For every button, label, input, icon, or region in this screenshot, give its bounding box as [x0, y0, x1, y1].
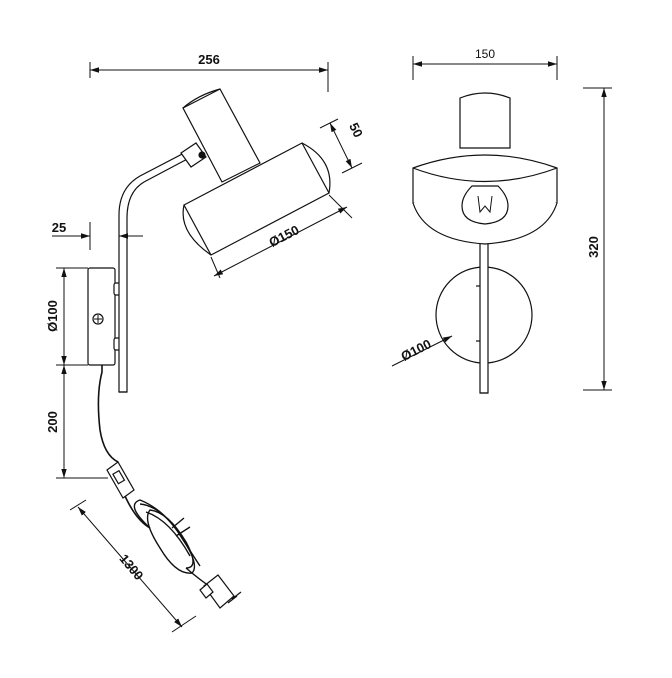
power-cable [97, 365, 119, 463]
front-socket-cap [459, 92, 511, 149]
socket-cap [182, 88, 261, 183]
dim-arm-offset: 25 [52, 220, 66, 235]
lamp-arm [118, 149, 194, 393]
cable-coil [133, 499, 213, 589]
dim-total-height: 320 [586, 236, 601, 258]
front-rod [479, 237, 489, 394]
dim-front-width: 150 [475, 47, 495, 61]
front-dimensions [391, 56, 612, 391]
dim-base-height: Ø100 [45, 300, 60, 332]
dim-cable-drop: 200 [45, 411, 60, 433]
dim-front-base-diameter: Ø100 [398, 336, 433, 364]
dim-shade-depth: 50 [346, 120, 366, 140]
lamp-joint [180, 142, 207, 168]
dim-side-width: 256 [198, 52, 220, 67]
dim-cable-length: 1300 [116, 551, 146, 583]
power-plug [199, 574, 242, 609]
side-view [87, 88, 331, 609]
dim-shade-diameter: Ø150 [266, 222, 301, 250]
front-view [412, 92, 558, 394]
bulb-icon [461, 185, 509, 225]
side-dimensions [52, 62, 363, 633]
